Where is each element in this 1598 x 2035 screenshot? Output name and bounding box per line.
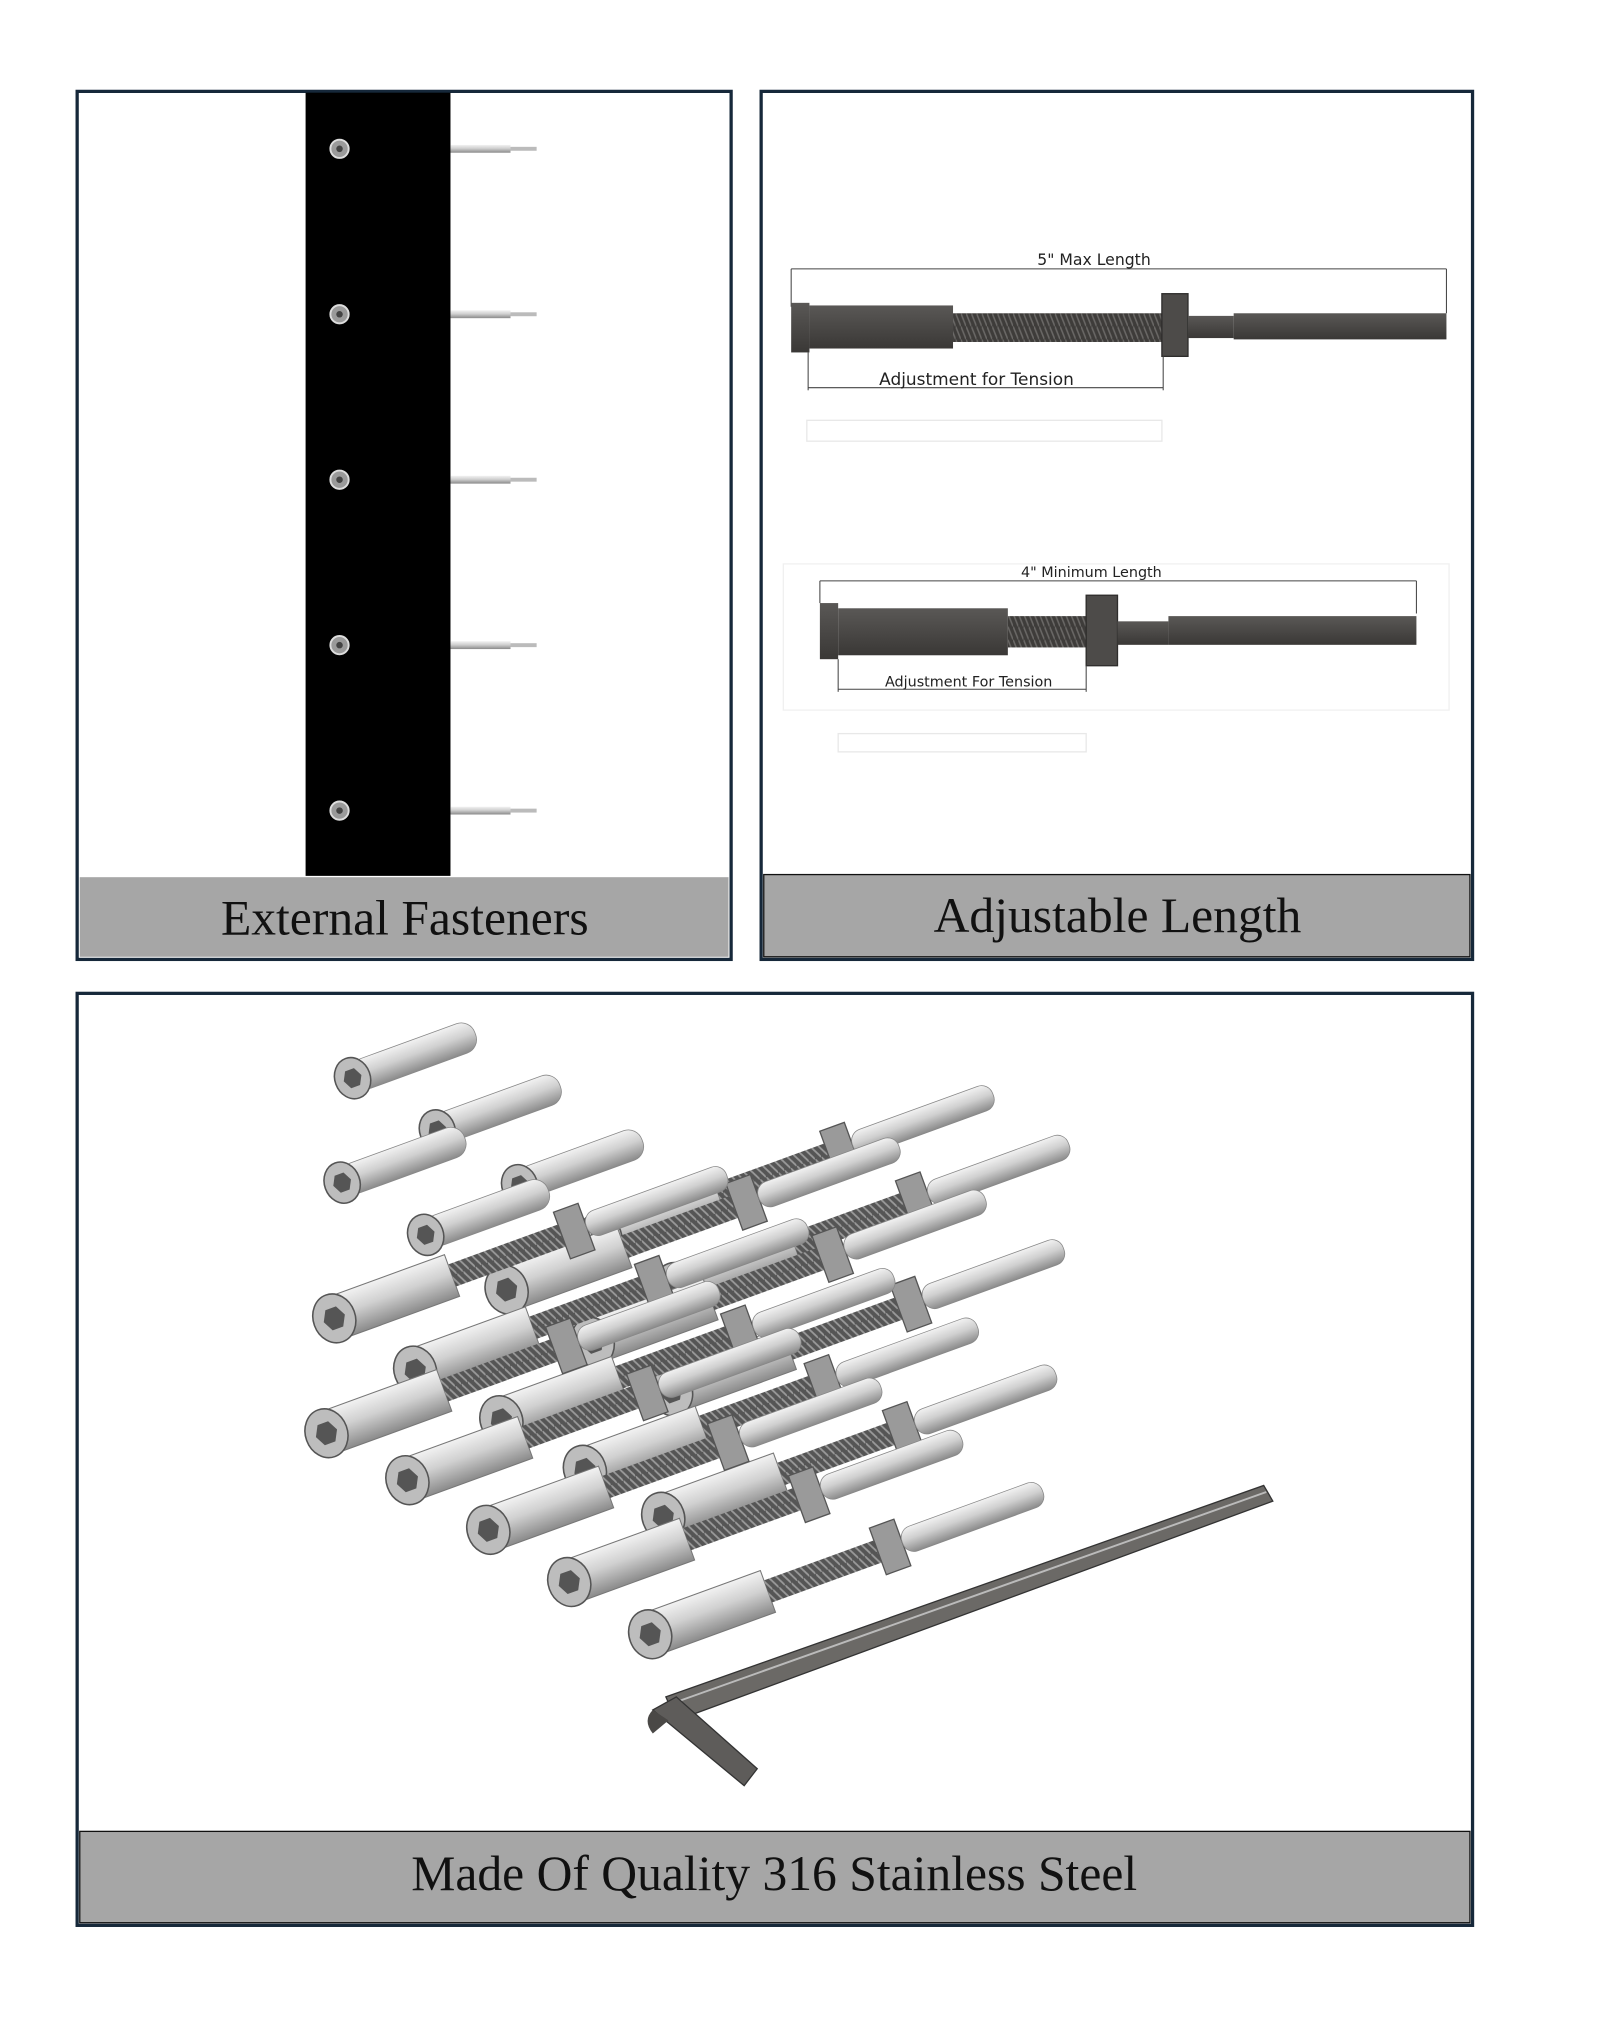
bolt-head <box>819 603 839 660</box>
panel-material: Made Of Quality 316 Stainless Steel <box>75 991 1475 1927</box>
bolt <box>333 1022 477 1100</box>
bolt <box>323 1126 467 1204</box>
rod <box>450 310 511 319</box>
caption-adjustable-length: Adjustable Length <box>934 888 1302 943</box>
bolt <box>640 1364 1058 1542</box>
bolt <box>627 1482 1045 1660</box>
rod <box>450 144 511 153</box>
max-adjustment-label: Adjustment for Tension <box>879 369 1074 389</box>
bolt <box>484 1137 901 1315</box>
reflection <box>806 419 1163 442</box>
fastener <box>329 800 537 821</box>
cable <box>510 643 537 648</box>
panel-adjustable-length: 5" Max Length Adjustment for Tension 4" … <box>759 89 1475 962</box>
fastener <box>329 138 537 159</box>
cable <box>510 312 537 317</box>
max-length-label: 5" Max Length <box>1037 250 1151 269</box>
caption-band <box>79 877 729 957</box>
fastener <box>329 304 537 325</box>
bolt <box>466 1377 883 1556</box>
rod <box>450 641 511 650</box>
cable <box>510 477 537 482</box>
max-length-diagram: 5" Max Length Adjustment for Tension <box>790 250 1447 442</box>
thread <box>953 313 1162 342</box>
rod <box>450 475 511 484</box>
caption-external-fasteners: External Fasteners <box>221 891 589 946</box>
caption-band <box>763 873 1471 958</box>
bolt <box>406 1179 551 1257</box>
bolt <box>311 1166 729 1344</box>
fastener <box>329 469 537 490</box>
min-adjustment-label: Adjustment For Tension <box>885 675 1052 691</box>
caption-band <box>79 1830 1471 1924</box>
nut-icon <box>1161 293 1189 358</box>
hex-key-icon <box>647 1484 1274 1787</box>
bolt <box>385 1328 802 1506</box>
bolt <box>546 1429 964 1608</box>
rod <box>450 806 511 815</box>
nut-icon <box>1085 594 1119 667</box>
bolt <box>304 1281 721 1459</box>
fastener <box>329 635 537 656</box>
min-length-diagram: 4" Minimum Length Adjustment For Tension <box>782 563 1450 753</box>
cable <box>510 808 537 813</box>
caption-material: Made Of Quality 316 Stainless Steel <box>411 1846 1137 1901</box>
reflection <box>837 732 1087 753</box>
post <box>305 92 451 876</box>
bolt-head <box>791 302 810 353</box>
cable <box>510 146 537 151</box>
panel-external-fasteners: External Fasteners <box>75 89 733 962</box>
min-length-label: 4" Minimum Length <box>1021 565 1162 581</box>
